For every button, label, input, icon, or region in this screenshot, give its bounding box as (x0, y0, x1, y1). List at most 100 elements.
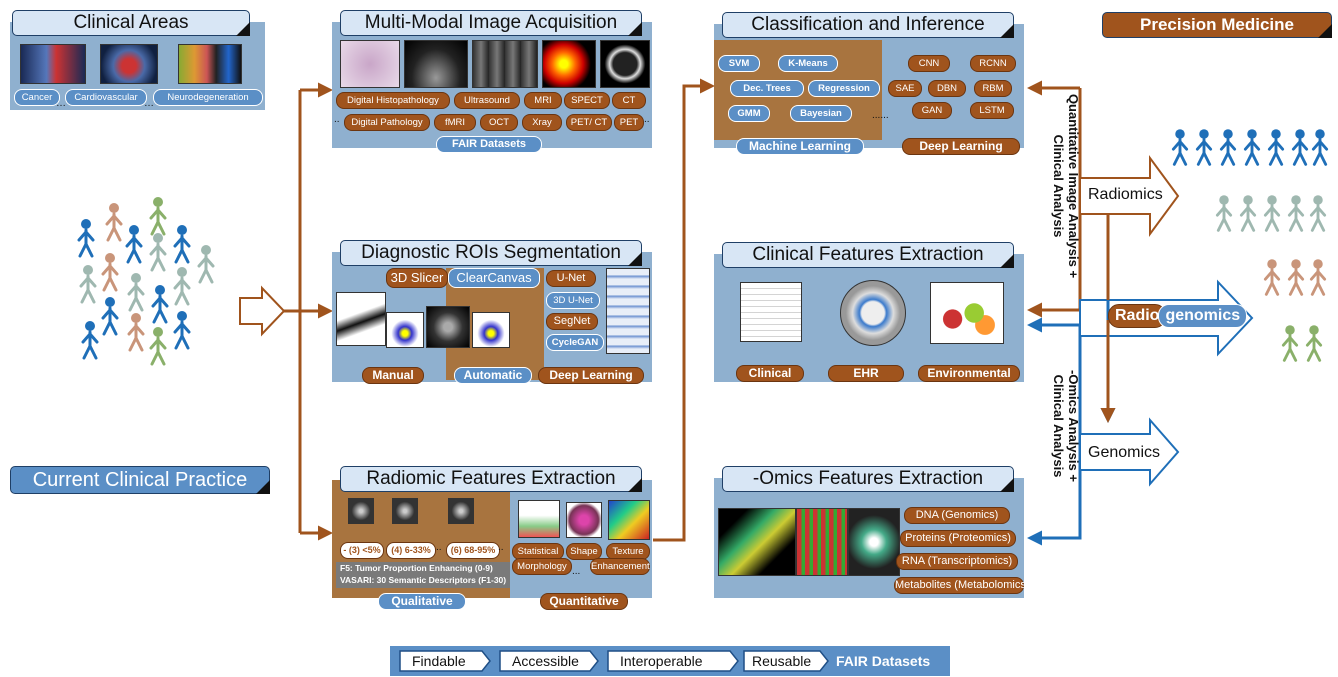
acquisition-title: Multi-Modal Image Acquisition (340, 10, 642, 36)
ml-regression: Regression (808, 80, 880, 97)
ml-kmeans: K-Means (778, 55, 838, 72)
person-icon (1263, 259, 1281, 296)
label-automatic: Automatic (454, 367, 532, 384)
roi-image-b (426, 306, 470, 348)
label-deep-learning-ci: Deep Learning (902, 138, 1020, 155)
spect-image (542, 40, 596, 88)
mri-image (472, 40, 538, 88)
clinical-areas-title: Clinical Areas (12, 10, 250, 36)
tool-3d-slicer: 3D Slicer (386, 268, 448, 288)
person-icon (1243, 129, 1261, 166)
person-icon (149, 327, 167, 366)
grade-dots-end: .. (498, 542, 504, 553)
dl-dbn: DBN (928, 80, 966, 97)
clinical-features-title: Clinical Features Extraction (722, 242, 1014, 268)
ct-image (600, 40, 650, 88)
fair-interoperable: Interoperable (620, 653, 703, 669)
tag-cardiovascular: Cardiovascular (65, 89, 147, 106)
ml-svm: SVM (718, 55, 760, 72)
radiomics-label: Radiomics (1088, 186, 1163, 203)
person-icon (1215, 195, 1233, 232)
fair-datasets-label: FAIR Datasets (836, 653, 931, 669)
quantitative-analysis-label: Quantitative Image Analysis + Clinical A… (1051, 93, 1081, 279)
patient-population (77, 197, 215, 366)
tool-clearcanvas: ClearCanvas (448, 268, 540, 288)
tag-spect: SPECT (564, 92, 610, 109)
network-diagram-image (606, 268, 650, 354)
grade-6: (6) 68-95% (446, 542, 500, 559)
label-environmental: Environmental (918, 365, 1020, 382)
brain-scan-a (348, 498, 374, 524)
dna-image (718, 508, 796, 576)
brain-scan-c (448, 498, 474, 524)
tag-fmri: fMRI (434, 114, 476, 131)
person-icon (1309, 259, 1327, 296)
genomics-part: genomics (1158, 304, 1248, 328)
manual-segmentation-image (336, 292, 386, 346)
person-icon (1287, 195, 1305, 232)
person-icon (101, 297, 119, 336)
person-icon (173, 225, 191, 264)
shape-image (566, 502, 602, 538)
fair-accessible: Accessible (512, 653, 579, 669)
person-icon (1305, 325, 1323, 362)
net-segnet: SegNet (546, 313, 598, 330)
dl-rbm: RBM (974, 80, 1012, 97)
person-icon (1311, 129, 1329, 166)
tag-oct: OCT (480, 114, 518, 131)
dl-rcnn: RCNN (970, 55, 1016, 72)
person-icon (173, 311, 191, 350)
tag-ultrasound: Ultrasound (454, 92, 520, 109)
vasari-box: F5: Tumor Proportion Enhancing (0-9) VAS… (336, 562, 510, 588)
label-qualitative: Qualitative (378, 593, 466, 610)
tag-pet: PET (614, 114, 644, 131)
quant-morphology: Morphology (512, 558, 572, 575)
omics-analysis-label: -Omics Analysis + Clinical Analysis (1051, 370, 1081, 482)
person-icon (1291, 129, 1309, 166)
person-icon (81, 321, 99, 360)
person-icon (127, 273, 145, 312)
dl-lstm: LSTM (970, 102, 1014, 119)
net-3d-unet: 3D U-Net (546, 292, 600, 309)
grade-4: (4) 6-33% (386, 542, 436, 559)
cancer-image (20, 44, 86, 84)
tag-digital-histopathology: Digital Histopathology (336, 92, 450, 109)
texture-image (608, 500, 650, 540)
person-icon (101, 253, 119, 292)
radio-part: Radio (1108, 304, 1167, 328)
brain-scan-b (392, 498, 418, 524)
person-icon (77, 219, 95, 258)
person-icon (1281, 325, 1299, 362)
tag-xray: Xray (522, 114, 562, 131)
segmentation-title: Diagnostic ROIs Segmentation (340, 240, 642, 266)
person-icon (79, 265, 97, 304)
fair-datasets-badge: FAIR Datasets (436, 136, 542, 153)
net-unet: U-Net (546, 270, 596, 287)
roi-image-c (472, 312, 510, 348)
ehr-image (840, 280, 906, 346)
person-icon (149, 197, 167, 236)
person-icon (105, 203, 123, 242)
vasari-descriptor: VASARI: 30 Semantic Descriptors (F1-30) (340, 575, 507, 585)
quant-enhancement: Enhancement (590, 558, 650, 575)
person-icon (125, 225, 143, 264)
classification-title: Classification and Inference (722, 12, 1014, 38)
person-icon (127, 313, 145, 352)
clinical-areas-dots: … (144, 98, 154, 109)
person-icon (1309, 195, 1327, 232)
ultrasound-image (404, 40, 468, 88)
quant-shape: Shape (566, 543, 602, 560)
omics-rna: RNA (Transcriptomics) (896, 553, 1018, 570)
quant-dots: ... (572, 566, 581, 577)
person-icon (1219, 129, 1237, 166)
acquisition-dots: .. (334, 114, 340, 125)
histopathology-image (340, 40, 400, 88)
heart-image (100, 44, 158, 84)
person-icon (1239, 195, 1257, 232)
acquisition-dots-end: .. (644, 114, 650, 125)
ml-gmm: GMM (728, 105, 770, 122)
brain-image (178, 44, 242, 84)
histogram-image (518, 500, 560, 538)
grade-3: - (3) <5% (340, 542, 384, 559)
